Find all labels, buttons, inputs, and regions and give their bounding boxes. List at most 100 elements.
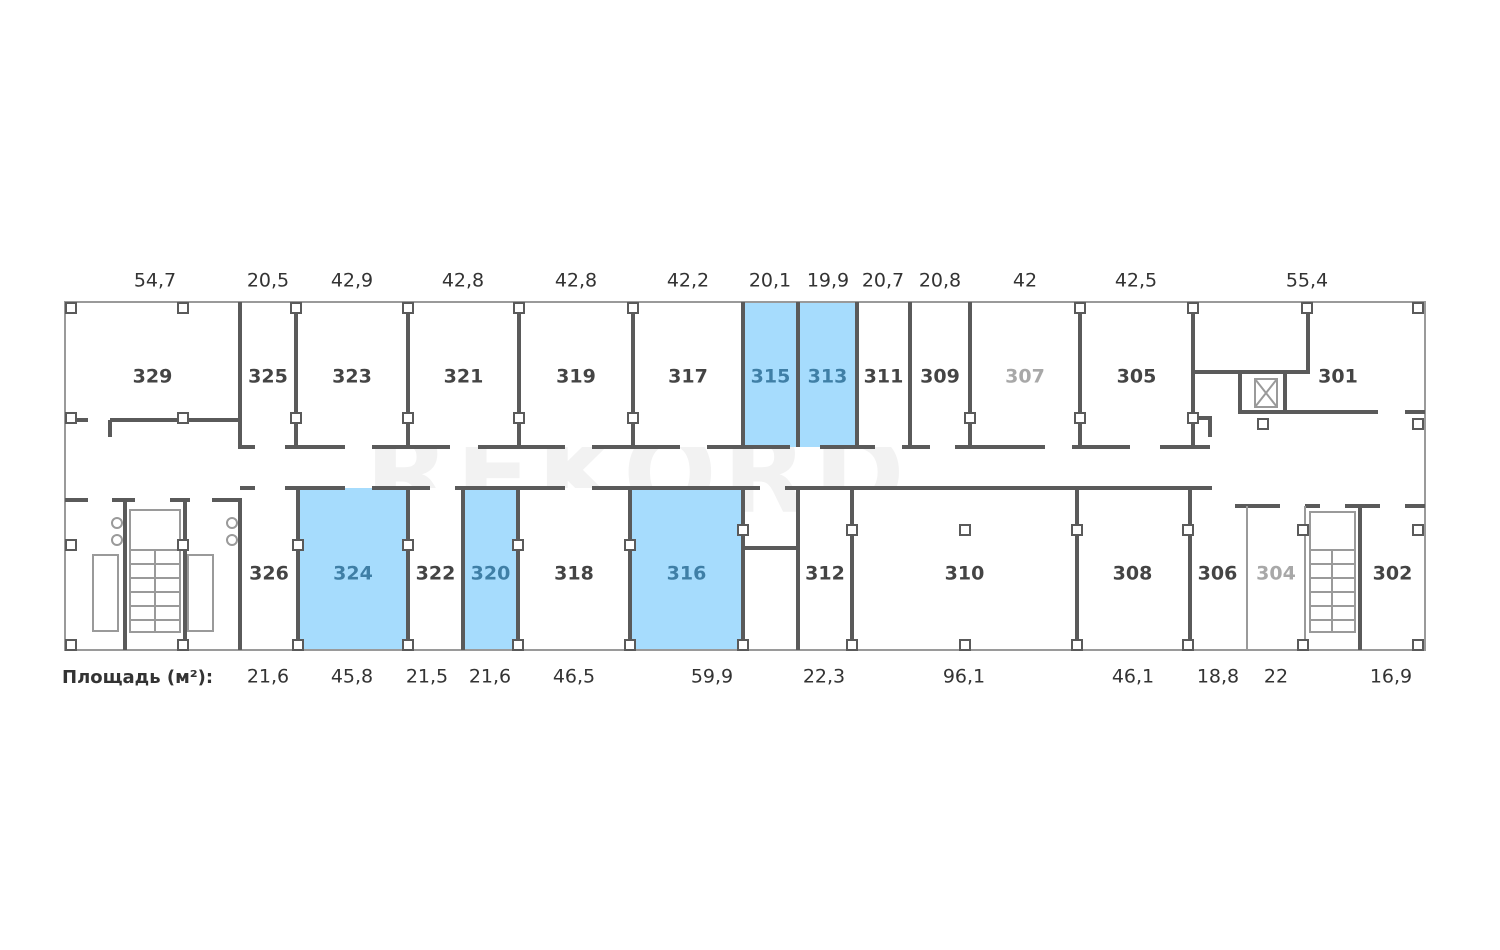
column [1182, 524, 1194, 536]
column [1412, 302, 1424, 314]
column [290, 302, 302, 314]
room-329[interactable] [65, 302, 240, 420]
room-number: 312 [805, 563, 845, 585]
room-323[interactable] [296, 302, 408, 447]
room-319[interactable] [519, 302, 633, 447]
column [737, 524, 749, 536]
column [1412, 418, 1424, 430]
room-area: 21,6 [469, 666, 511, 688]
column [1412, 524, 1424, 536]
column [177, 302, 189, 314]
room-area: 55,4 [1286, 270, 1328, 292]
room-number: 329 [133, 366, 173, 388]
room-312[interactable] [798, 488, 852, 650]
room-326[interactable] [240, 488, 298, 650]
room-number: 316 [667, 563, 707, 585]
room-number: 308 [1113, 563, 1153, 585]
room-number: 310 [945, 563, 985, 585]
room-area: 46,1 [1112, 666, 1154, 688]
column [1071, 639, 1083, 651]
columns [65, 302, 1424, 651]
room-305[interactable] [1080, 302, 1193, 447]
column [627, 302, 639, 314]
room-315[interactable] [743, 302, 798, 447]
column [65, 639, 77, 651]
column [177, 539, 189, 551]
room-307[interactable] [970, 302, 1080, 447]
room-number: 313 [808, 366, 848, 388]
room-322[interactable] [408, 488, 463, 650]
column [959, 524, 971, 536]
column [846, 639, 858, 651]
column [1187, 302, 1199, 314]
room-313[interactable] [798, 302, 857, 447]
room-325[interactable] [240, 302, 296, 447]
column [512, 639, 524, 651]
column [1182, 639, 1194, 651]
column [627, 412, 639, 424]
room-number: 322 [416, 563, 456, 585]
room-number: 319 [556, 366, 596, 388]
room-304[interactable] [1247, 506, 1305, 650]
column [624, 639, 636, 651]
room-321[interactable] [408, 302, 519, 447]
room-324[interactable] [298, 488, 408, 650]
column [290, 412, 302, 424]
room-area: 20,1 [749, 270, 791, 292]
column [964, 412, 976, 424]
room-area: 42,8 [442, 270, 484, 292]
room-area: 42,5 [1115, 270, 1157, 292]
stairs-left [129, 509, 181, 633]
room-317[interactable] [633, 302, 743, 447]
room-number: 321 [444, 366, 484, 388]
room-number: 317 [668, 366, 708, 388]
room-318[interactable] [518, 488, 630, 650]
room-area: 20,5 [247, 270, 289, 292]
room-number: 324 [333, 563, 373, 585]
room-number: 306 [1198, 563, 1238, 585]
room-306[interactable] [1188, 488, 1247, 650]
room-area: 18,8 [1197, 666, 1239, 688]
room-number: 304 [1256, 563, 1296, 585]
column [65, 539, 77, 551]
column [65, 302, 77, 314]
column [513, 412, 525, 424]
room-number: 302 [1373, 563, 1413, 585]
room-number: 323 [332, 366, 372, 388]
room-number: 325 [248, 366, 288, 388]
column [292, 539, 304, 551]
column [512, 539, 524, 551]
room-311[interactable] [857, 302, 910, 447]
room-area: 22 [1264, 666, 1288, 688]
room-number: 315 [751, 366, 791, 388]
room-area: 21,6 [247, 666, 289, 688]
column [1071, 524, 1083, 536]
room-area: 19,9 [807, 270, 849, 292]
column [402, 539, 414, 551]
column [1412, 639, 1424, 651]
room-320[interactable] [463, 488, 518, 650]
column [1074, 302, 1086, 314]
column [1074, 412, 1086, 424]
room-308[interactable] [1077, 488, 1188, 650]
room-number: 326 [249, 563, 289, 585]
room-area: 59,9 [691, 666, 733, 688]
room-310[interactable] [852, 488, 1077, 650]
column [177, 412, 189, 424]
room-area: 16,9 [1370, 666, 1412, 688]
room-number: 307 [1005, 366, 1045, 388]
column [959, 639, 971, 651]
room-area: 22,3 [803, 666, 845, 688]
column [1297, 524, 1309, 536]
room-area: 21,5 [406, 666, 448, 688]
room-area: 20,8 [919, 270, 961, 292]
room-number: 318 [554, 563, 594, 585]
room-area: 42,2 [667, 270, 709, 292]
room-area: 42,9 [331, 270, 373, 292]
column [402, 302, 414, 314]
column [65, 412, 77, 424]
room-316[interactable] [630, 488, 743, 650]
room-309[interactable] [910, 302, 970, 447]
column [1257, 418, 1269, 430]
